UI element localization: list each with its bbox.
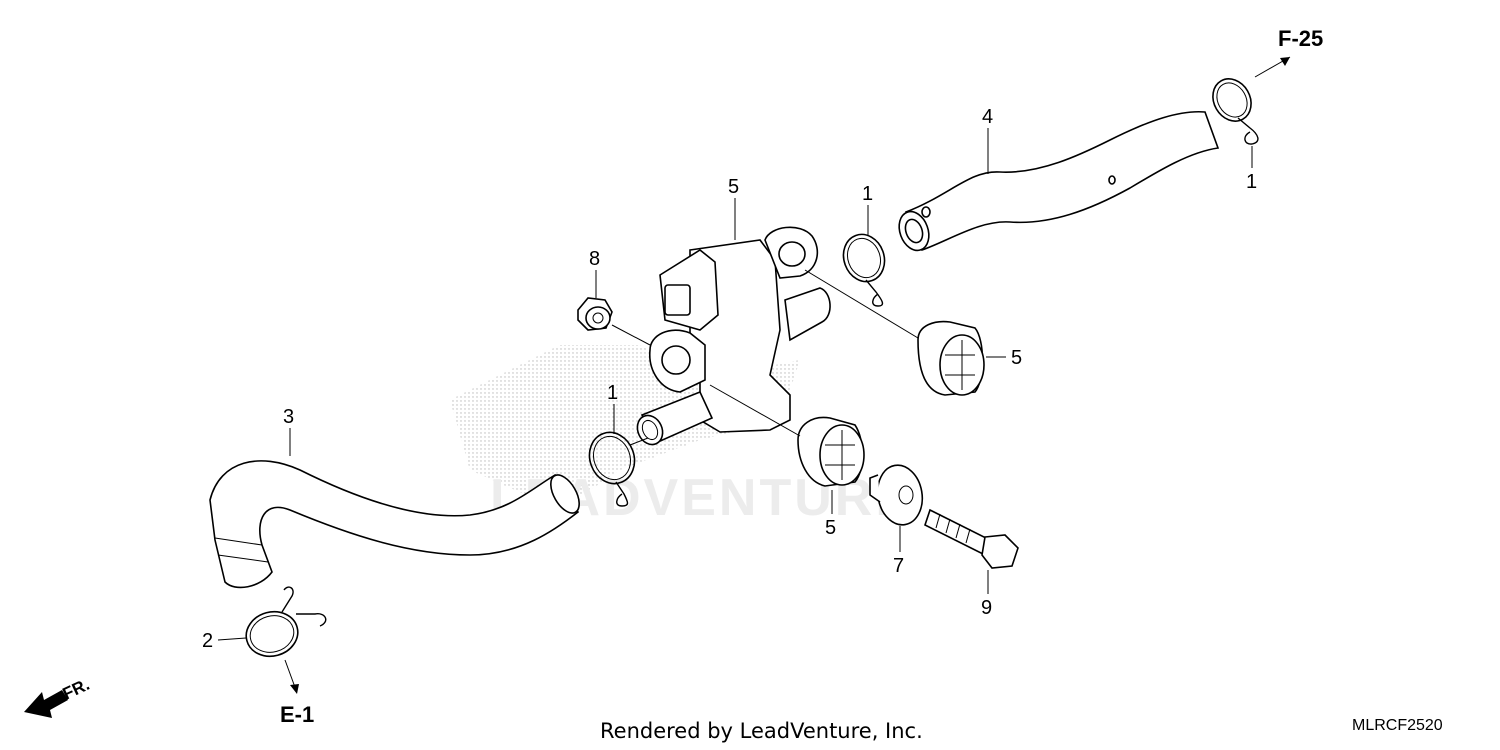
callout-8: 8 bbox=[589, 248, 600, 270]
clamp-2 bbox=[245, 586, 327, 658]
rubber-mount-5-lower bbox=[797, 416, 865, 487]
callout-7: 7 bbox=[893, 555, 904, 577]
washer-7 bbox=[869, 464, 924, 526]
rubber-mount-5-upper bbox=[917, 320, 985, 396]
diagram-code: MLRCF2520 bbox=[1352, 717, 1443, 734]
clamp-1-upper bbox=[842, 233, 886, 307]
clamp-1-lower bbox=[588, 431, 636, 507]
ref-label-f25: F-25 bbox=[1278, 26, 1323, 51]
hose-4 bbox=[898, 110, 1220, 252]
callout-2: 2 bbox=[202, 630, 213, 652]
callout-3: 3 bbox=[283, 406, 294, 428]
collar-8 bbox=[577, 297, 613, 331]
callout-6: 5 bbox=[728, 176, 739, 198]
callout-5: 5 bbox=[825, 517, 836, 539]
callout-5: 5 bbox=[1011, 347, 1022, 369]
hose-3 bbox=[209, 460, 580, 589]
footer-credit: Rendered by LeadVenture, Inc. bbox=[600, 719, 923, 743]
bolt-9 bbox=[924, 508, 1019, 569]
air-injection-valve bbox=[636, 226, 831, 446]
front-arrow-icon bbox=[24, 690, 68, 718]
callout-9: 9 bbox=[981, 597, 992, 619]
ref-label-e1: E-1 bbox=[280, 702, 314, 727]
callout-1: 1 bbox=[607, 382, 618, 404]
callout-4: 4 bbox=[982, 106, 993, 128]
leader-lines bbox=[217, 56, 1291, 694]
clamp-1-top bbox=[1212, 78, 1259, 145]
callout-1: 1 bbox=[1246, 171, 1257, 193]
callout-1: 1 bbox=[862, 183, 873, 205]
